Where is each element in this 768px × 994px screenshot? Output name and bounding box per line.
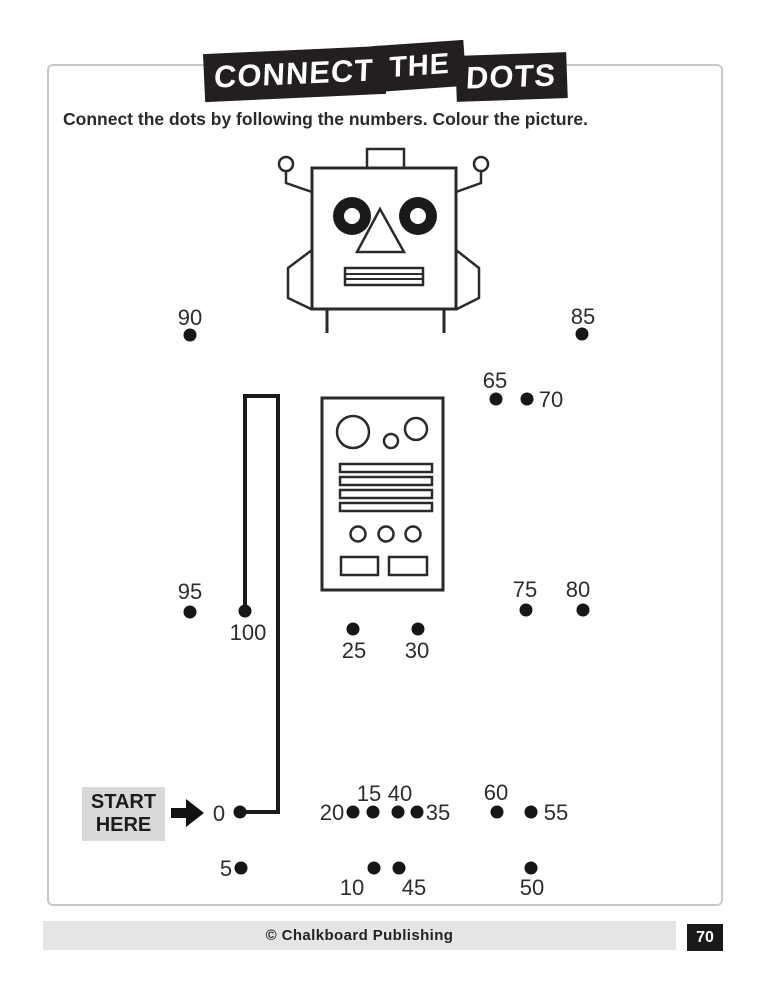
dot-label-80: 80	[565, 577, 591, 602]
dot-label-40: 40	[387, 781, 413, 806]
footer-copyright-strip: © Chalkboard Publishing	[43, 921, 676, 950]
start-here-box: START HERE	[82, 787, 165, 841]
dot-label-0: 0	[212, 801, 226, 826]
dot-55	[524, 805, 538, 819]
dot-15	[366, 805, 380, 819]
dot-label-50: 50	[519, 875, 545, 900]
dot-100	[238, 604, 252, 618]
title-word-connect: CONNECT	[213, 52, 376, 95]
dot-45	[392, 861, 406, 875]
dot-10	[367, 861, 381, 875]
dot-60	[490, 805, 504, 819]
page-number-text: 70	[696, 928, 714, 946]
copyright-text: © Chalkboard Publishing	[265, 927, 454, 944]
dot-label-70: 70	[538, 387, 564, 412]
dot-label-10: 10	[339, 875, 365, 900]
start-here-line2: HERE	[95, 814, 152, 836]
dot-5	[234, 861, 248, 875]
dot-80	[576, 603, 590, 617]
title-word-the: THE	[388, 47, 450, 84]
dot-label-35: 35	[425, 800, 451, 825]
dot-label-45: 45	[401, 875, 427, 900]
dot-label-85: 85	[570, 304, 596, 329]
dot-20	[346, 805, 360, 819]
dot-35	[410, 805, 424, 819]
dot-label-55: 55	[543, 800, 569, 825]
dot-30	[411, 622, 425, 636]
dot-90	[183, 328, 197, 342]
dot-85	[575, 327, 589, 341]
dot-label-15: 15	[356, 781, 382, 806]
instruction-text: Connect the dots by following the number…	[63, 109, 589, 129]
dot-75	[519, 603, 533, 617]
dot-70	[520, 392, 534, 406]
title-banner-the: THE	[371, 39, 467, 93]
dot-label-75: 75	[512, 577, 538, 602]
dot-0	[233, 805, 247, 819]
title-word-dots: DOTS	[465, 57, 558, 96]
dot-65	[489, 392, 503, 406]
dot-50	[524, 861, 538, 875]
dot-label-90: 90	[177, 305, 203, 330]
dot-25	[346, 622, 360, 636]
title-banner-connect: CONNECT	[203, 45, 386, 103]
dot-label-100: 100	[229, 620, 267, 645]
page-number-badge: 70	[687, 924, 723, 951]
dot-95	[183, 605, 197, 619]
dot-label-65: 65	[482, 368, 508, 393]
dot-label-20: 20	[319, 800, 345, 825]
dot-label-25: 25	[341, 638, 367, 663]
dot-40	[391, 805, 405, 819]
start-here-line1: START	[90, 791, 157, 813]
dot-label-30: 30	[404, 638, 430, 663]
dot-label-60: 60	[483, 780, 509, 805]
dot-label-95: 95	[177, 579, 203, 604]
title-banner-dots: DOTS	[455, 52, 568, 102]
dot-label-5: 5	[219, 856, 233, 881]
